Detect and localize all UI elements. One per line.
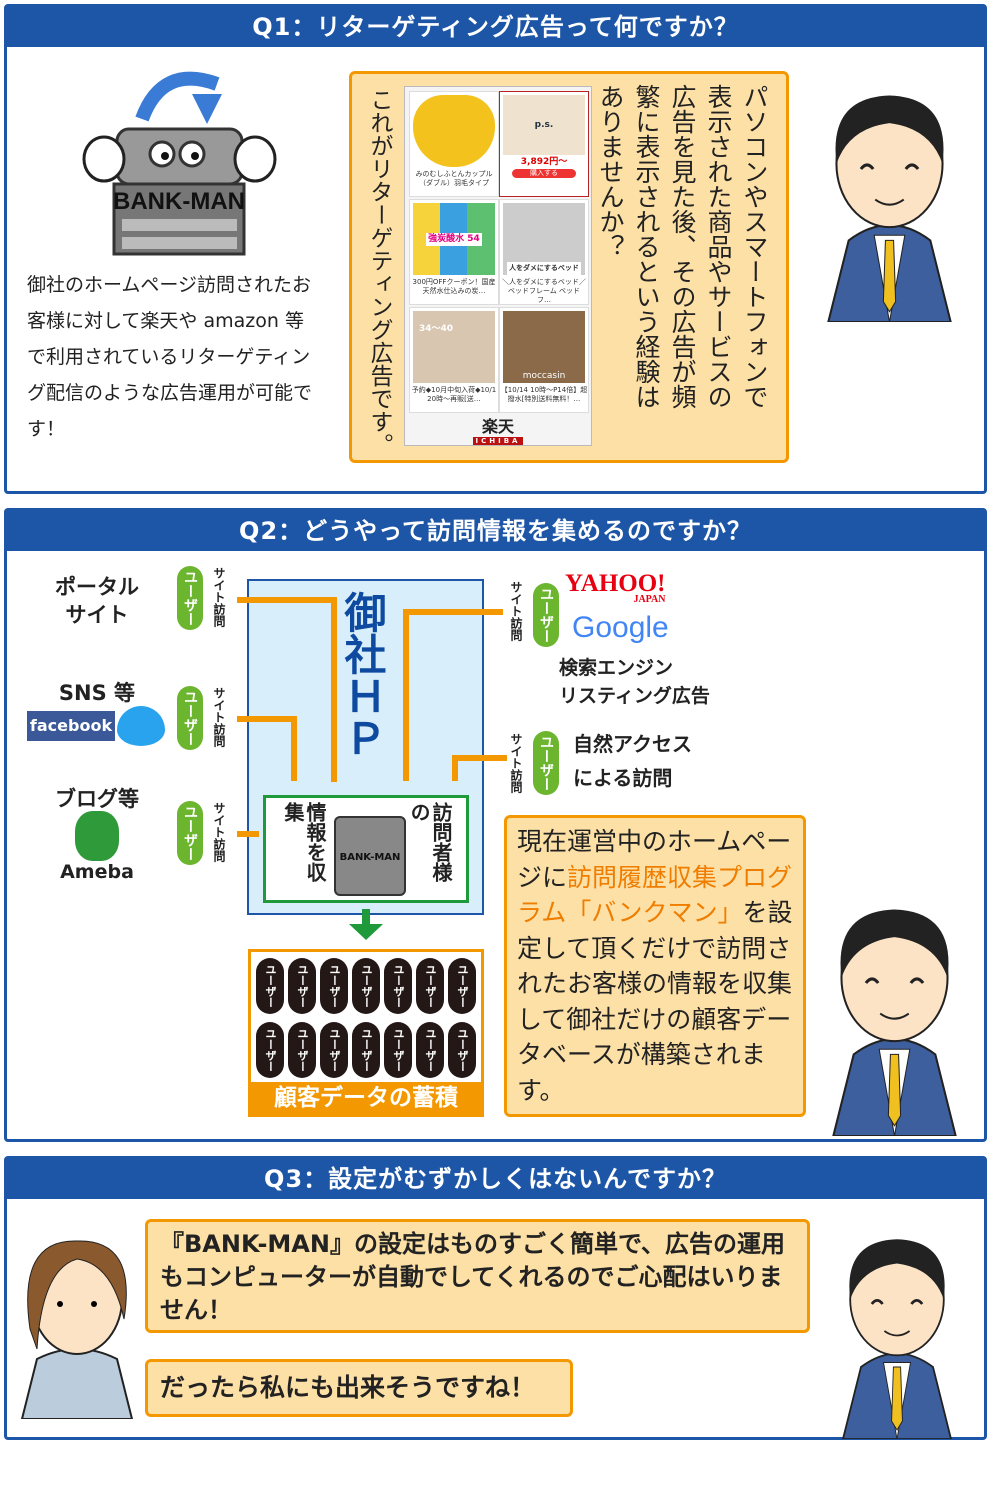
businessman-illustration	[826, 94, 953, 322]
user-icon: ユーザー	[352, 958, 380, 1014]
arrow-line	[452, 755, 507, 761]
user-icon: ユーザー	[448, 958, 476, 1014]
user-icon: ユーザー	[288, 1022, 316, 1078]
collect-left-label: 情報を収集	[281, 802, 327, 882]
ad-item[interactable]: moccasin【10/14 10時～P14倍】超撥水[特別送料無料！…	[499, 307, 589, 413]
user-icon: ユーザー	[256, 958, 284, 1014]
q2-section: Q2：どうやって訪問情報を集めるのですか？ ポータル サイト SNS 等 fac…	[4, 508, 987, 1142]
q3-title: Q3：設定がむずかしくはないんですか？	[7, 1159, 984, 1199]
twitter-bird-icon	[117, 706, 165, 746]
source-blog: ブログ等	[55, 787, 139, 811]
ameba-mascot-icon	[75, 811, 119, 861]
google-logo: Google	[572, 611, 669, 644]
woman-illustration	[20, 1240, 134, 1419]
user-badge: ユーザー	[533, 731, 559, 795]
bank-man-logo: BANK-MAN	[82, 59, 277, 259]
user-icon: ユーザー	[320, 1022, 348, 1078]
user-icon: ユーザー	[416, 1022, 444, 1078]
q1-description: 御社のホームページ訪問されたお客様に対して楽天や amazon 等で利用されてい…	[27, 274, 313, 440]
user-icon: ユーザー	[384, 958, 412, 1014]
company-hp-label: 御社ＨＰ	[338, 591, 387, 759]
ad-image-label: 34～40	[419, 324, 454, 334]
source-portal: ポータル サイト	[55, 575, 139, 627]
user-icon: ユーザー	[448, 1022, 476, 1078]
user-icon: ユーザー	[288, 958, 316, 1014]
arrow-line	[331, 597, 337, 782]
ad-image-label: 人をダメにするベッド	[507, 262, 581, 275]
search-engine-label: 検索エンジンリスティング広告	[559, 657, 710, 707]
visit-label: サイト訪問	[509, 733, 523, 793]
q1-section: Q1：リターゲティング広告って何ですか？ BANK-MAN 御社のホームページ訪…	[4, 4, 987, 494]
facebook-logo: facebook	[27, 711, 115, 741]
ad-item[interactable]: p.s.3,892円～購入する	[499, 91, 589, 197]
ad-image-label: 強炭酸水 54	[426, 232, 482, 246]
arrow-line	[403, 609, 503, 615]
db-label: 顧客データの蓄積	[251, 1082, 481, 1114]
bubble-text: パソコンやスマートフォンで表示された商品やサービスの広告を見た後、その広告が頻繁…	[596, 84, 769, 409]
businessman-illustration	[841, 1237, 953, 1439]
bank-man-collector-box: 情報を収集 BANK-MAN 訪問者様の	[263, 795, 469, 903]
ad-panel: みのむしふとんカップル（ダブル）羽毛タイプ p.s.3,892円～購入する 強炭…	[404, 86, 592, 446]
arrow-line	[452, 755, 458, 781]
user-icon: ユーザー	[416, 958, 444, 1014]
arrow-line	[237, 597, 337, 603]
q3-reply-bubble: だったら私にも出来そうですね！	[145, 1359, 573, 1417]
natural-access-label: 自然アクセスによる訪問	[573, 732, 692, 790]
ad-image-label: p.s.	[534, 119, 554, 130]
bank-man-mini-logo: BANK-MAN	[334, 816, 406, 896]
program-highlight: 訪問履歴収集プログラム「バンクマン」	[517, 862, 793, 928]
user-icon: ユーザー	[384, 1022, 412, 1078]
ad-image-label: moccasin	[522, 371, 566, 381]
q3-section: Q3：設定がむずかしくはないんですか？ 『BANK-MAN』の設定はものすごく簡…	[4, 1156, 987, 1440]
arrow-line	[237, 716, 297, 722]
down-arrow-head	[349, 924, 383, 940]
q2-speech-bubble: 現在運営中のホームページに訪問履歴収集プログラム「バンクマン」を設定して頂くだけ…	[504, 815, 806, 1117]
visit-label: サイト訪問	[212, 687, 226, 747]
down-arrow-icon	[362, 909, 370, 925]
businessman-illustration	[831, 908, 958, 1136]
visit-label: サイト訪問	[509, 581, 523, 641]
user-badge: ユーザー	[177, 686, 203, 750]
q3-answer-bubble: 『BANK-MAN』の設定はものすごく簡単で、広告の運用もコンピューターが自動で…	[145, 1219, 810, 1333]
source-sns: SNS 等	[58, 681, 136, 705]
user-badge: ユーザー	[177, 566, 203, 630]
user-icon: ユーザー	[256, 1022, 284, 1078]
logo-text: BANK-MAN	[113, 188, 245, 215]
visit-label: サイト訪問	[212, 802, 226, 862]
user-icon: ユーザー	[320, 958, 348, 1014]
q1-speech-bubble: みのむしふとんカップル（ダブル）羽毛タイプ p.s.3,892円～購入する 強炭…	[349, 71, 789, 463]
user-badge: ユーザー	[533, 583, 559, 647]
yahoo-logo: YAHOO!JAPAN	[565, 570, 666, 605]
arrow-line	[403, 609, 409, 781]
user-icon: ユーザー	[352, 1022, 380, 1078]
q2-title: Q2：どうやって訪問情報を集めるのですか？	[7, 511, 984, 551]
bubble-conclusion: これがリターゲティング広告です。	[366, 88, 392, 456]
arrow-line	[237, 831, 259, 837]
arrow-line	[291, 716, 297, 781]
customer-database-box: ユーザーユーザーユーザーユーザーユーザーユーザーユーザー ユーザーユーザーユーザ…	[248, 949, 484, 1117]
q1-title: Q1：リターゲティング広告って何ですか？	[7, 7, 984, 47]
user-badge: ユーザー	[177, 801, 203, 865]
buy-button[interactable]: 購入する	[512, 169, 576, 178]
ameba-logo: Ameba	[57, 811, 137, 883]
ad-item[interactable]: みのむしふとんカップル（ダブル）羽毛タイプ	[409, 91, 499, 197]
collect-right-label: 訪問者様の	[407, 802, 453, 882]
visit-label: サイト訪問	[212, 567, 226, 627]
ad-item[interactable]: 人をダメにするベッド＼人をダメにするベッド／ベッドフレーム ベッド フ…	[499, 199, 589, 305]
